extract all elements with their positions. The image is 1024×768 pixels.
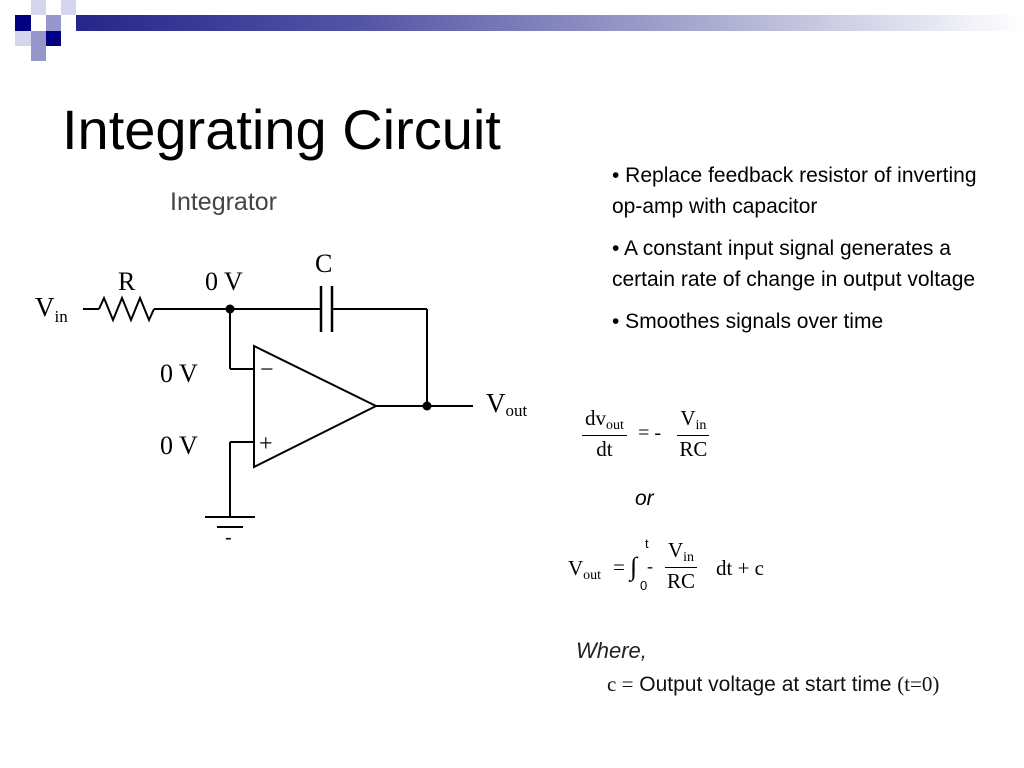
node-voltage-label: 0 V — [205, 267, 243, 296]
ground-symbol — [205, 516, 255, 528]
equals-sign: = — [613, 555, 625, 579]
rhs-fraction: Vin RC — [676, 406, 710, 461]
equals-minus: = - — [638, 422, 662, 444]
corner-square-3 — [46, 15, 61, 31]
derivative-equation: dvout dt = - Vin RC — [582, 406, 710, 461]
rhs-numerator: V — [680, 406, 696, 430]
corner-square-7 — [46, 31, 61, 46]
bullet-list: • Replace feedback resistor of inverting… — [612, 160, 1012, 348]
corner-square-6 — [15, 31, 31, 46]
where-text: Where, — [576, 638, 647, 663]
lhs-fraction: dvout dt — [582, 406, 627, 461]
resistor-r — [83, 295, 155, 323]
corner-square-2 — [31, 0, 46, 15]
diagram-caption: Integrator — [170, 188, 277, 216]
input-node-dot — [225, 304, 235, 314]
bullet-item: • A constant input signal generates a ce… — [612, 237, 976, 291]
header-gradient-bar — [76, 15, 1024, 31]
integrand-denominator: RC — [667, 569, 696, 593]
ground-mark: - — [225, 527, 232, 549]
capacitor-label: C — [315, 249, 332, 278]
c-definition: c = Output voltage at start time (t=0) — [607, 672, 939, 697]
or-text: or — [635, 487, 654, 510]
vout-subscript: out — [583, 568, 602, 583]
vout-symbol: V — [568, 556, 584, 580]
dt-plus-c: dt + c — [716, 556, 764, 580]
corner-square-8 — [31, 46, 46, 61]
integrand-numerator: V — [667, 538, 684, 562]
c-condition: (t=0) — [897, 672, 940, 696]
c-definition-text: Output voltage at start time — [639, 673, 892, 696]
integral-upper-limit: t — [645, 536, 649, 551]
integral-sign: ∫ — [630, 552, 638, 581]
lhs-numerator-subscript: out — [606, 418, 624, 433]
inverting-input-voltage-label: 0 V — [160, 359, 198, 388]
resistor-label: R — [118, 267, 136, 296]
lhs-denominator: dt — [596, 437, 613, 461]
slide-title: Integrating Circuit — [62, 98, 501, 161]
rhs-denominator: RC — [679, 437, 708, 461]
corner-square-1 — [15, 15, 31, 31]
integrand-fraction: Vin RC — [664, 538, 698, 593]
corner-square-5 — [31, 31, 46, 46]
minus-sign: − — [260, 357, 274, 383]
minus-sign: - — [647, 556, 653, 576]
rhs-numerator-subscript: in — [695, 418, 707, 433]
op-amp-triangle — [253, 344, 379, 469]
lhs-numerator: dv — [585, 406, 606, 430]
corner-square-4 — [61, 0, 76, 15]
plus-sign: + — [259, 431, 273, 457]
vout-label: Vout — [486, 388, 528, 420]
c-symbol: c = — [607, 672, 634, 696]
bullet-item: • Replace feedback resistor of inverting… — [612, 164, 977, 218]
capacitor-c — [319, 286, 334, 332]
noninverting-input-voltage-label: 0 V — [160, 431, 198, 460]
integral-lower-limit: 0 — [640, 578, 648, 593]
bullet-item: • Smoothes signals over time — [612, 310, 884, 333]
vin-label: Vin — [35, 292, 68, 326]
integrand-numerator-subscript: in — [683, 550, 695, 565]
circuit-wires — [154, 308, 473, 517]
output-node-dot — [422, 401, 432, 411]
